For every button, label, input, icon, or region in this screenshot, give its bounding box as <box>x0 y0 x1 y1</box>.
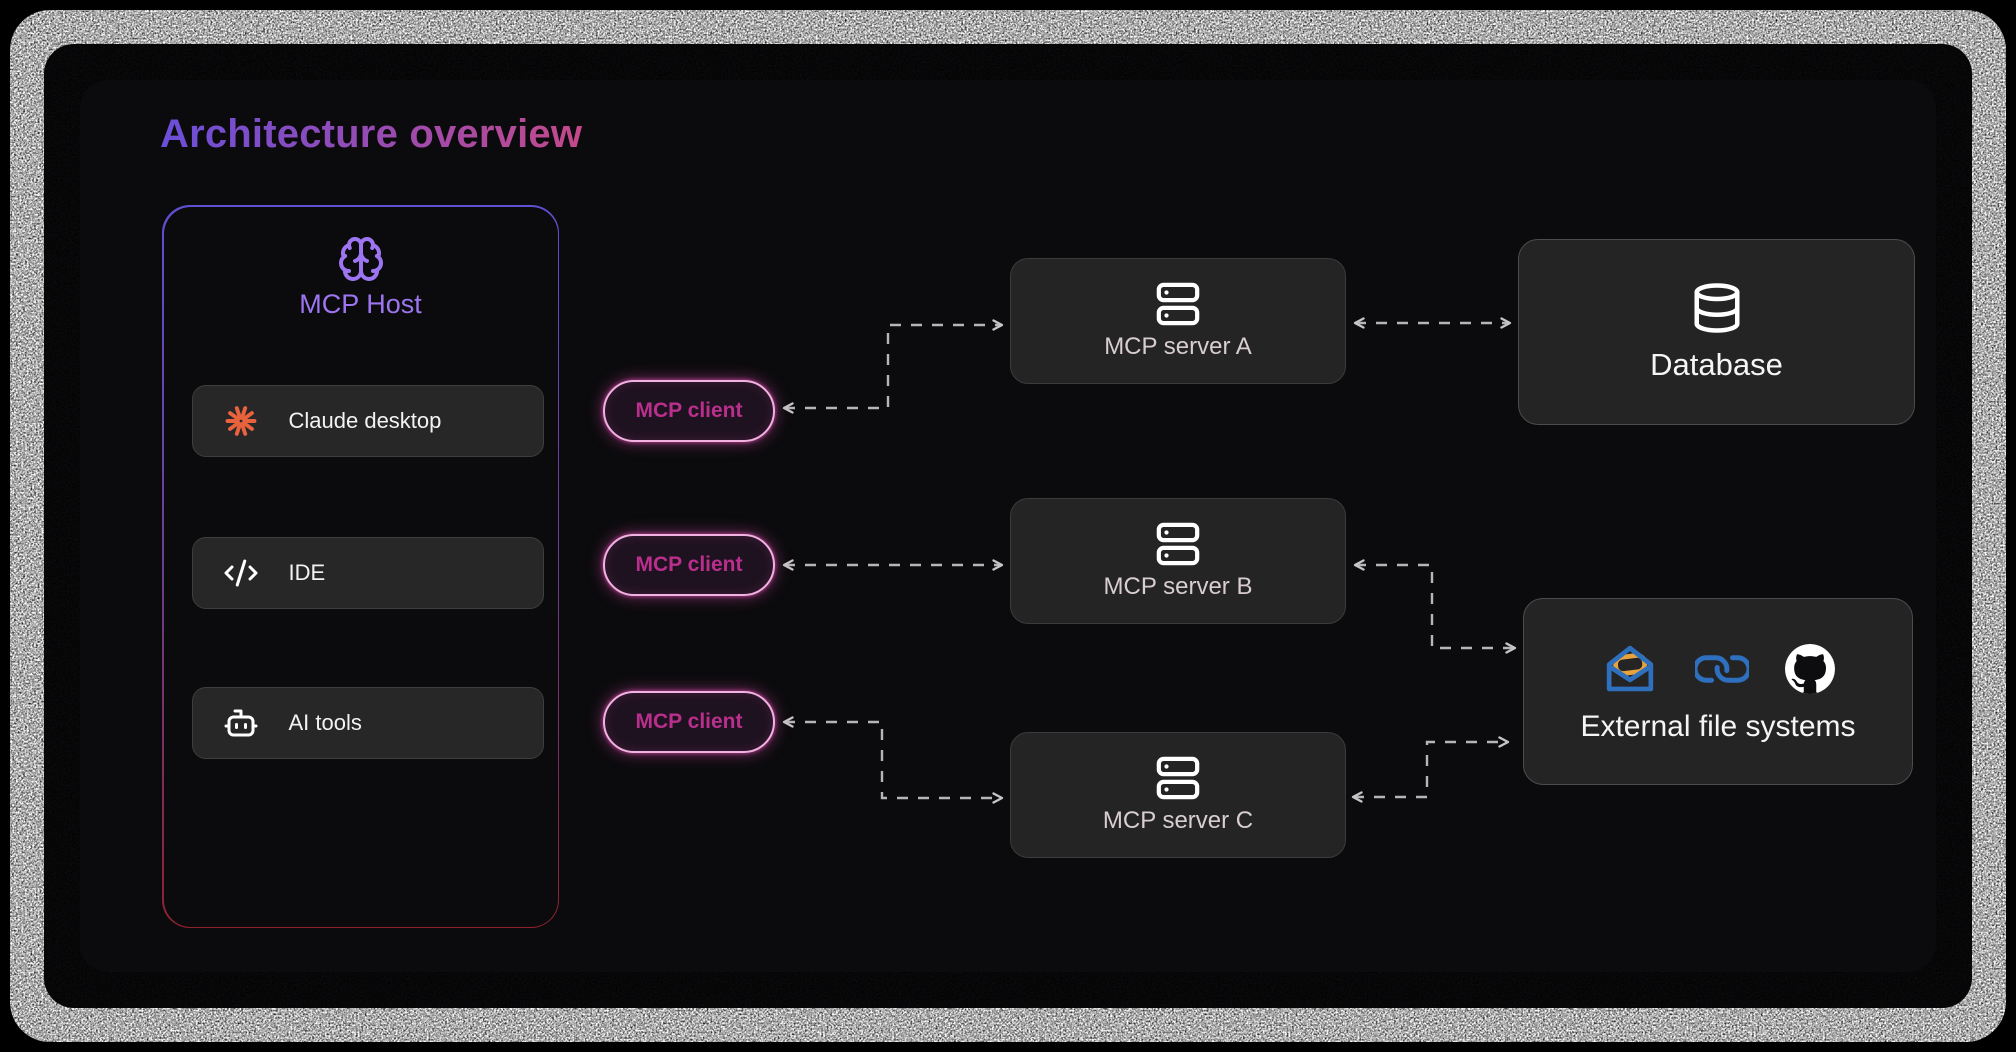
external-file-systems-node: External file systems <box>1523 598 1913 785</box>
host-item-label: Claude desktop <box>288 407 442 433</box>
mcp-client-label: MCP client <box>635 710 743 733</box>
link-icon <box>1695 654 1749 683</box>
mcp-host-label: MCP Host <box>299 288 422 319</box>
code-icon <box>224 559 257 586</box>
mcp-host-panel-inner: MCP Host Claude desktop <box>163 206 558 927</box>
server-icon <box>1156 756 1200 800</box>
claude-starburst-icon <box>225 405 256 436</box>
mcp-server-label: MCP server B <box>1103 573 1253 600</box>
mcp-client-2: MCP client <box>603 534 775 596</box>
brain-icon <box>338 236 383 281</box>
mcp-server-b: MCP server B <box>1010 498 1346 624</box>
host-item-ai-tools: AI tools <box>191 686 544 759</box>
host-item-ide: IDE <box>191 536 544 609</box>
mcp-server-a: MCP server A <box>1010 258 1346 384</box>
server-icon <box>1156 282 1200 326</box>
mcp-client-label: MCP client <box>635 399 743 422</box>
mail-open-icon <box>1606 645 1654 691</box>
mcp-server-c: MCP server C <box>1010 732 1346 858</box>
external-file-systems-label: External file systems <box>1580 709 1856 743</box>
mcp-client-3: MCP client <box>603 691 775 753</box>
host-item-claude-desktop: Claude desktop <box>191 384 544 457</box>
mcp-client-1: MCP client <box>603 380 775 442</box>
page-title: Architecture overview <box>160 112 583 156</box>
mcp-client-label: MCP client <box>635 553 743 576</box>
github-icon <box>1785 643 1835 694</box>
database-node: Database <box>1518 239 1915 425</box>
mcp-server-label: MCP server A <box>1104 333 1252 360</box>
database-icon <box>1694 283 1739 333</box>
mcp-server-label: MCP server C <box>1102 807 1254 834</box>
host-item-label: AI tools <box>288 709 362 735</box>
server-icon <box>1156 522 1200 566</box>
database-label: Database <box>1650 347 1783 382</box>
mcp-host-panel: MCP Host Claude desktop <box>162 205 559 928</box>
robot-icon <box>224 709 257 736</box>
host-item-label: IDE <box>288 559 326 585</box>
